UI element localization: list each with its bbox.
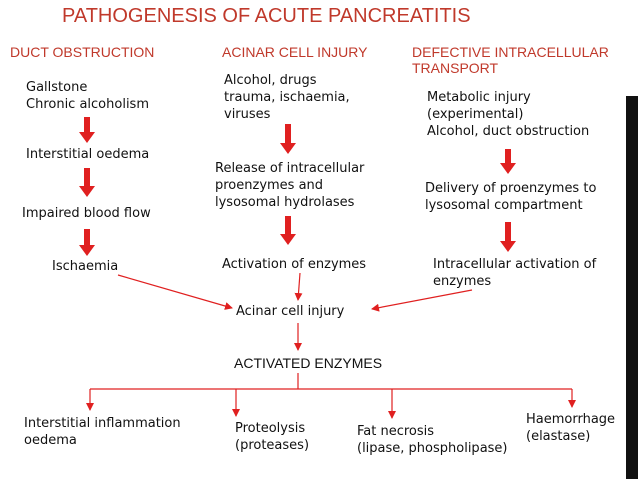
block-arrow-transport-2 — [500, 222, 516, 252]
outcome-fat-necrosis: Fat necrosis (lipase, phospholipase) — [357, 424, 508, 456]
header-acinar-cell-injury: ACINAR CELL INJURY — [222, 44, 368, 60]
outcome-haemorrhage: Haemorrhage (elastase) — [526, 412, 616, 444]
node-alcohol-drugs: Alcohol, drugs trauma, ischaemia, viruse… — [224, 73, 350, 122]
node-impaired-blood-flow: Impaired blood flow — [22, 206, 151, 221]
node-interstitial-oedema: Interstitial oedema — [26, 147, 150, 162]
diagram-title: PATHOGENESIS OF ACUTE PANCREATITIS — [62, 5, 471, 27]
slide-edge-bar — [626, 96, 638, 479]
node-activated-enzymes: ACTIVATED ENZYMES — [234, 355, 383, 371]
node-release-proenzymes: Release of intracellular proenzymes and … — [215, 161, 365, 210]
node-intracellular-activation: Intracellular activation of enzymes — [433, 257, 597, 289]
outcome-interstitial-inflammation: Interstitial inflammation oedema — [24, 416, 181, 448]
arrow-ischaemia-to-injury — [117, 274, 233, 310]
block-arrow-transport-1 — [500, 149, 516, 174]
arrow-intracellular-to-injury — [371, 289, 473, 312]
block-arrow-acinar-1 — [280, 124, 296, 154]
header-duct-obstruction: DUCT OBSTRUCTION — [10, 44, 155, 60]
node-delivery-proenzymes: Delivery of proenzymes to lysosomal comp… — [425, 181, 597, 213]
outcome-proteolysis: Proteolysis (proteases) — [235, 421, 310, 453]
block-arrow-acinar-2 — [280, 216, 296, 245]
header-defective-transport: DEFECTIVE INTRACELLULAR TRANSPORT — [412, 44, 609, 76]
block-arrow-duct-1 — [79, 117, 95, 143]
node-gallstone: Gallstone Chronic alcoholism — [26, 80, 149, 112]
node-acinar-cell-injury: Acinar cell injury — [236, 304, 345, 319]
node-activation-of-enzymes: Activation of enzymes — [222, 257, 367, 272]
node-metabolic-injury: Metabolic injury (experimental) Alcohol,… — [427, 90, 590, 139]
arrow-activation-to-injury — [294, 272, 303, 301]
node-ischaemia: Ischaemia — [52, 259, 119, 274]
block-arrow-duct-3 — [79, 229, 95, 256]
block-arrow-duct-2 — [79, 168, 95, 197]
